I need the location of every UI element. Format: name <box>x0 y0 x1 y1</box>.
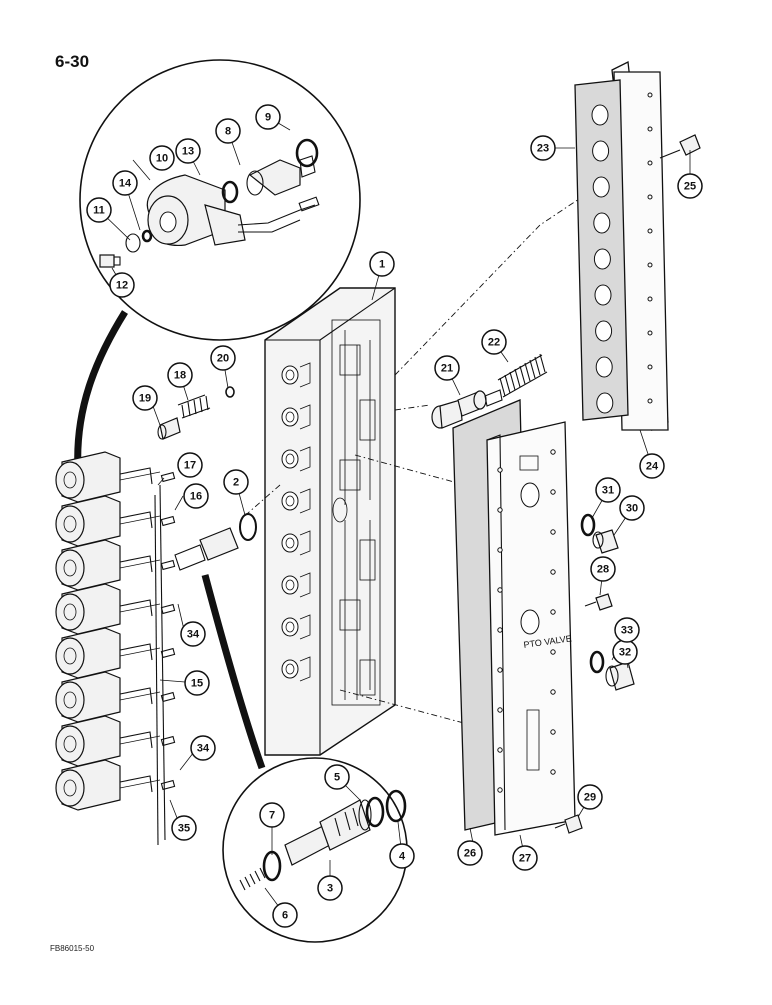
callout-label: 19 <box>139 393 151 405</box>
callout-label: 27 <box>519 853 531 865</box>
callout-c22: 22 <box>481 329 507 355</box>
plugs-and-bolts <box>554 513 635 834</box>
solenoid-unit <box>55 583 176 635</box>
callout-label: 34 <box>187 629 200 641</box>
callout-label: 1 <box>379 259 385 271</box>
callout-c12: 12 <box>109 272 135 298</box>
callout-label: 15 <box>191 678 203 690</box>
callout-label: 16 <box>190 491 202 503</box>
callout-label: 23 <box>537 143 549 155</box>
callout-label: 8 <box>225 126 231 138</box>
leader-top-circle <box>74 310 128 471</box>
callout-label: 24 <box>646 461 659 473</box>
callout-label: 17 <box>184 460 196 472</box>
callout-c34a: 34 <box>180 621 206 647</box>
callout-label: 7 <box>269 810 275 822</box>
callout-label: 4 <box>399 851 406 863</box>
callout-label: 10 <box>156 153 168 165</box>
callout-label: 20 <box>217 353 229 365</box>
solenoid-unit <box>55 759 176 811</box>
callout-c13: 13 <box>175 138 201 164</box>
callout-label: 21 <box>441 363 453 375</box>
callout-c10: 10 <box>149 145 175 171</box>
callout-label: 25 <box>684 181 696 193</box>
page-number: 6-30 <box>55 52 90 71</box>
valve-body <box>264 287 396 756</box>
valve-detail-circle <box>222 757 408 943</box>
callout-c26: 26 <box>457 840 483 866</box>
callout-c27: 27 <box>512 845 538 871</box>
callout-label: 32 <box>619 647 631 659</box>
callout-c15: 15 <box>184 670 210 696</box>
callout-label: 9 <box>265 112 271 124</box>
callout-c3: 3 <box>317 875 343 901</box>
callout-label: 22 <box>488 337 500 349</box>
callout-label: 12 <box>116 280 128 292</box>
plug-spring-ring <box>157 386 235 440</box>
fitting-cluster <box>174 513 257 571</box>
solenoid-stack <box>55 451 176 846</box>
callout-c25: 25 <box>677 173 703 199</box>
callout-c2: 2 <box>223 469 249 495</box>
callout-c5: 5 <box>324 764 350 790</box>
callout-c1: 1 <box>369 251 395 277</box>
callout-label: 35 <box>178 823 190 835</box>
callout-label: 28 <box>597 564 609 576</box>
callout-label: 31 <box>602 485 614 497</box>
spool-and-spring <box>431 353 548 429</box>
callout-c30: 30 <box>619 495 645 521</box>
callout-c4: 4 <box>389 843 415 869</box>
callout-label: 11 <box>93 205 105 217</box>
callout-label: 5 <box>334 772 340 784</box>
callout-c14: 14 <box>112 170 138 196</box>
callout-c7: 7 <box>259 802 285 828</box>
solenoid-unit <box>55 539 176 591</box>
solenoid-unit <box>55 451 176 503</box>
callout-c33: 33 <box>614 617 640 643</box>
callout-c6: 6 <box>272 902 298 928</box>
callout-c28: 28 <box>590 556 616 582</box>
callout-labels: 1234567891011121314151617181920212223242… <box>86 104 703 928</box>
callout-c31: 31 <box>595 477 621 503</box>
callout-label: 26 <box>464 848 476 860</box>
solenoid-unit <box>55 715 176 767</box>
solenoid-unit <box>55 495 176 547</box>
callout-label: 33 <box>621 625 633 637</box>
callout-c34b: 34 <box>190 735 216 761</box>
callout-label: 6 <box>282 910 288 922</box>
callout-label: 13 <box>182 146 194 158</box>
callout-c19: 19 <box>132 385 158 411</box>
callout-c21: 21 <box>434 355 460 381</box>
callout-label: 29 <box>584 792 596 804</box>
cover-plate-assembly: PTO VALVE <box>452 399 576 836</box>
solenoid-detail-circle <box>79 59 361 341</box>
callout-c18: 18 <box>167 362 193 388</box>
callout-c32: 32 <box>612 639 638 665</box>
callout-label: 18 <box>174 370 186 382</box>
callout-c16: 16 <box>183 483 209 509</box>
callout-c17: 17 <box>177 452 203 478</box>
callout-c8: 8 <box>215 118 241 144</box>
bolt-25 <box>659 134 701 159</box>
callout-c9: 9 <box>255 104 281 130</box>
callout-c23: 23 <box>530 135 556 161</box>
leader-bottom-circle <box>201 574 266 770</box>
figure-reference-code: FB86015-50 <box>50 944 95 953</box>
callout-label: 30 <box>626 503 638 515</box>
callout-c11: 11 <box>86 197 112 223</box>
callout-label: 3 <box>327 883 333 895</box>
top-plate-assembly <box>574 61 669 431</box>
callout-c35: 35 <box>171 815 197 841</box>
callout-label: 2 <box>233 477 239 489</box>
callout-label: 14 <box>119 178 132 190</box>
callout-label: 34 <box>197 743 210 755</box>
callout-c29: 29 <box>577 784 603 810</box>
callout-c24: 24 <box>639 453 665 479</box>
solenoid-unit <box>55 671 176 723</box>
callout-c20: 20 <box>210 345 236 371</box>
